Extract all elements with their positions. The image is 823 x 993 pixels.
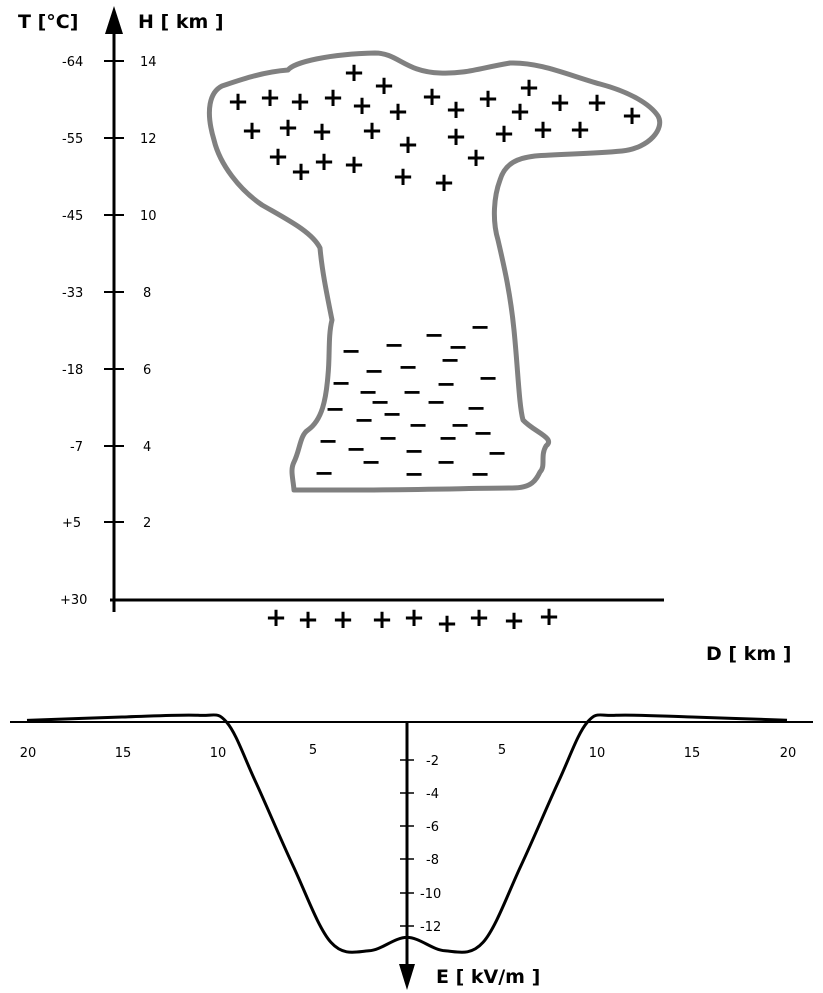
height-tick-label: 10	[140, 209, 157, 224]
field-tick-label: -8	[426, 853, 439, 868]
negative-charge-region: − − − − − − − − − − − − − − − − − − − − …	[314, 313, 507, 488]
positive-charge: +	[259, 83, 281, 113]
temperature-tick-label: -55	[62, 132, 83, 147]
ground-charge: +	[503, 606, 525, 636]
negative-charge: −	[325, 395, 345, 423]
positive-charge: +	[433, 168, 455, 198]
negative-charge: −	[478, 364, 498, 392]
distance-tick-label: 15	[684, 746, 701, 761]
positive-charge: +	[621, 101, 643, 131]
positive-charge: +	[397, 130, 419, 160]
positive-charge: +	[532, 115, 554, 145]
ground-charge: +	[332, 605, 354, 635]
ground-charge: +	[297, 605, 319, 635]
field-tick-label: -12	[420, 920, 441, 935]
temperature-tick-label: -7	[70, 440, 83, 455]
ground-charge: +	[538, 602, 560, 632]
negative-charge: −	[331, 369, 351, 397]
positive-charge: +	[387, 97, 409, 127]
negative-charge: −	[398, 353, 418, 381]
positive-charge: +	[569, 115, 591, 145]
negative-charge: −	[470, 313, 490, 341]
temperature-tick-label: -33	[62, 286, 83, 301]
negative-charge: −	[408, 411, 428, 439]
negative-charge: −	[354, 406, 374, 434]
positive-charge: +	[465, 143, 487, 173]
positive-charge: +	[313, 147, 335, 177]
positive-charge: +	[361, 116, 383, 146]
field-tick-label: -2	[426, 754, 439, 769]
field-axis-arrow-icon	[399, 964, 415, 990]
negative-charge: −	[436, 448, 456, 476]
height-axis-arrow-icon	[105, 6, 123, 34]
temperature-tick-label: -64	[62, 55, 83, 70]
height-axis-label: H [ km ]	[138, 11, 224, 33]
height-tick-label: 4	[143, 440, 151, 455]
field-axis-label: E [ kV/m ]	[436, 966, 540, 988]
distance-tick-label: 15	[115, 746, 132, 761]
positive-charge: +	[241, 116, 263, 146]
positive-charge: +	[322, 83, 344, 113]
positive-charge: +	[477, 84, 499, 114]
temperature-tick-label: -45	[62, 209, 83, 224]
negative-charge: −	[314, 459, 334, 487]
positive-charge: +	[392, 162, 414, 192]
field-plot: 20 15 10 5 5 10 15 20 -2 -4 -6 -8 -10 -1…	[10, 715, 813, 990]
negative-charge: −	[404, 460, 424, 488]
field-tick-label: -10	[420, 887, 441, 902]
positive-charge: +	[343, 150, 365, 180]
distance-tick-label: 5	[309, 743, 317, 758]
distance-tick-label: 10	[210, 746, 227, 761]
ground-charge: +	[265, 603, 287, 633]
height-tick-label: 8	[143, 286, 151, 301]
temperature-tick-label: +5	[62, 516, 81, 531]
temperature-tick-label: +30	[60, 593, 87, 608]
temperature-tick-label: -18	[62, 363, 83, 378]
height-tick-label: 14	[140, 55, 157, 70]
ground-charge: +	[403, 603, 425, 633]
positive-charge: +	[227, 87, 249, 117]
negative-charge: −	[318, 427, 338, 455]
positive-charge: +	[493, 119, 515, 149]
positive-charge: +	[290, 157, 312, 187]
ground-charge: +	[468, 603, 490, 633]
positive-charge: +	[445, 95, 467, 125]
positive-charge: +	[277, 113, 299, 143]
ground-positive-charges: + + + + + + + + +	[265, 602, 560, 639]
positive-charge: +	[311, 117, 333, 147]
height-tick-label: 12	[140, 132, 157, 147]
negative-charge: −	[341, 337, 361, 365]
distance-tick-label: 10	[589, 746, 606, 761]
distance-tick-label: 5	[498, 743, 506, 758]
positive-charge: +	[343, 58, 365, 88]
negative-charge: −	[402, 378, 422, 406]
negative-charge: −	[470, 460, 490, 488]
negative-charge: −	[424, 321, 444, 349]
negative-charge: −	[361, 448, 381, 476]
positive-charge: +	[267, 142, 289, 172]
positive-charge: +	[421, 82, 443, 112]
positive-charge: +	[445, 122, 467, 152]
field-tick-label: -4	[426, 787, 439, 802]
distance-axis-label: D [ km ]	[706, 643, 791, 665]
ground-charge: +	[436, 609, 458, 639]
distance-tick-label: 20	[20, 746, 37, 761]
positive-charge: +	[549, 88, 571, 118]
height-tick-label: 6	[143, 363, 151, 378]
positive-charge: +	[586, 88, 608, 118]
negative-charge: −	[426, 388, 446, 416]
ground-charge: +	[371, 605, 393, 635]
distance-tick-label: 20	[780, 746, 797, 761]
height-tick-label: 2	[143, 516, 151, 531]
field-tick-label: -6	[426, 820, 439, 835]
temperature-axis-label: T [°C]	[18, 11, 78, 33]
